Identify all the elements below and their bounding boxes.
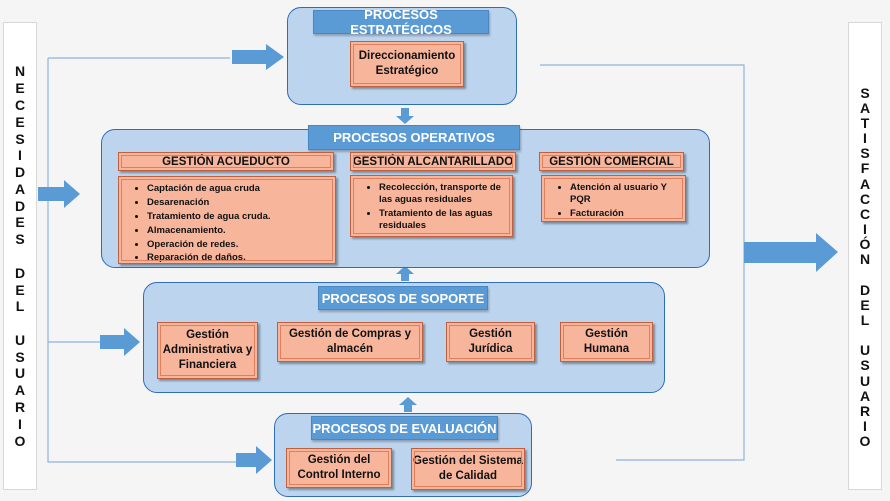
left-letter: D	[14, 264, 26, 281]
left-letter: N	[14, 63, 26, 80]
list-item: Tratamiento de las aguas residuales	[379, 208, 506, 232]
left-letter: A	[14, 382, 26, 399]
arrow-to-evaluacion	[236, 446, 272, 474]
comercial-header: GESTIÓN COMERCIAL	[539, 152, 684, 171]
arrow-estrategicos-down	[396, 108, 414, 124]
left-letter: E	[15, 80, 25, 97]
left-letter: S	[15, 348, 25, 365]
list-item: Operación de redes.	[147, 239, 329, 251]
soporte-box-administrativa: Gestión Administrativa y Financiera	[157, 322, 258, 379]
left-letter: R	[14, 399, 26, 416]
left-letter: E	[15, 281, 25, 298]
right-letter: N	[859, 251, 871, 268]
left-letter: L	[15, 298, 25, 315]
soporte-box-compras: Gestión de Compras y almacén	[277, 322, 423, 362]
list-item: Atención al usuario Y PQR	[570, 182, 679, 206]
left-letter: U	[14, 365, 26, 382]
right-letter: I	[863, 220, 867, 237]
acueducto-list: Captación de agua crudaDesarenaciónTrata…	[118, 176, 336, 264]
right-letter: S	[860, 357, 870, 374]
arrow-to-satisfaccion	[744, 233, 838, 272]
direccionamiento-box: Direccionamiento Estratégico	[350, 41, 464, 87]
left-letter: D	[14, 164, 26, 181]
acueducto-header: GESTIÓN ACUEDUCTO	[118, 152, 334, 171]
right-letter: E	[860, 296, 870, 313]
right-letter: U	[859, 342, 871, 359]
right-letter: T	[860, 114, 870, 131]
right-letter: O	[859, 433, 871, 450]
left-letter: O	[14, 432, 26, 449]
left-letter: D	[14, 197, 26, 214]
right-letter: A	[859, 387, 871, 404]
comercial-list: Atención al usuario Y PQR Facturación	[541, 175, 686, 222]
right-letter: F	[860, 160, 870, 177]
list-item: Tratamiento de agua cruda.	[147, 211, 329, 223]
right-letter: Ó	[859, 236, 871, 253]
left-letter: I	[18, 147, 22, 164]
right-letter: D	[859, 281, 871, 298]
list-item: Desarenación	[147, 197, 329, 209]
arrow-evaluacion-up	[399, 397, 417, 412]
list-item: Reparación de daños.	[147, 252, 329, 264]
left-letter: C	[14, 96, 26, 113]
evaluacion-box-calidad: Gestión del Sistema de Calidad	[411, 448, 525, 490]
list-item: Recolección, transporte de las aguas res…	[379, 182, 506, 206]
arrow-to-operativos	[38, 180, 80, 208]
left-letter: U	[14, 331, 26, 348]
left-letter: S	[15, 231, 25, 248]
left-letter: I	[18, 415, 22, 432]
right-letter: R	[859, 402, 871, 419]
evaluacion-box-control: Gestión del Control Interno	[286, 448, 392, 488]
estrategicos-header: PROCESOS ESTRATÉGICOS	[313, 7, 489, 37]
right-letter: A	[859, 99, 871, 116]
evaluacion-header: PROCESOS DE EVALUACIÓN	[311, 416, 498, 440]
operativos-header: PROCESOS OPERATIVOS	[308, 125, 520, 150]
right-letter: S	[860, 145, 870, 162]
right-letter: C	[859, 205, 871, 222]
soporte-box-juridica: Gestión Jurídica	[446, 322, 535, 362]
soporte-box-humana: Gestión Humana	[560, 322, 653, 362]
right-letter: C	[859, 190, 871, 207]
right-letter: S	[860, 84, 870, 101]
list-item: Facturación	[570, 208, 679, 220]
alcantarillado-list: Recolección, transporte de las aguas res…	[350, 175, 513, 237]
right-letter: I	[863, 418, 867, 435]
left-letter: E	[15, 214, 25, 231]
soporte-header: PROCESOS DE SOPORTE	[318, 286, 488, 310]
left-letter: S	[15, 130, 25, 147]
list-item: Almacenamiento.	[147, 225, 329, 237]
left-letter: A	[14, 180, 26, 197]
right-letter: A	[859, 175, 871, 192]
alcantarillado-header: GESTIÓN ALCANTARILLADO	[350, 152, 516, 171]
right-letter: L	[860, 311, 870, 328]
arrow-soporte-up	[396, 266, 414, 281]
list-item: Captación de agua cruda	[147, 183, 329, 195]
right-letter: I	[863, 130, 867, 147]
left-letter: E	[15, 113, 25, 130]
arrow-to-estrategicos	[232, 44, 284, 70]
arrow-to-soporte	[100, 328, 140, 356]
right-letter: U	[859, 372, 871, 389]
